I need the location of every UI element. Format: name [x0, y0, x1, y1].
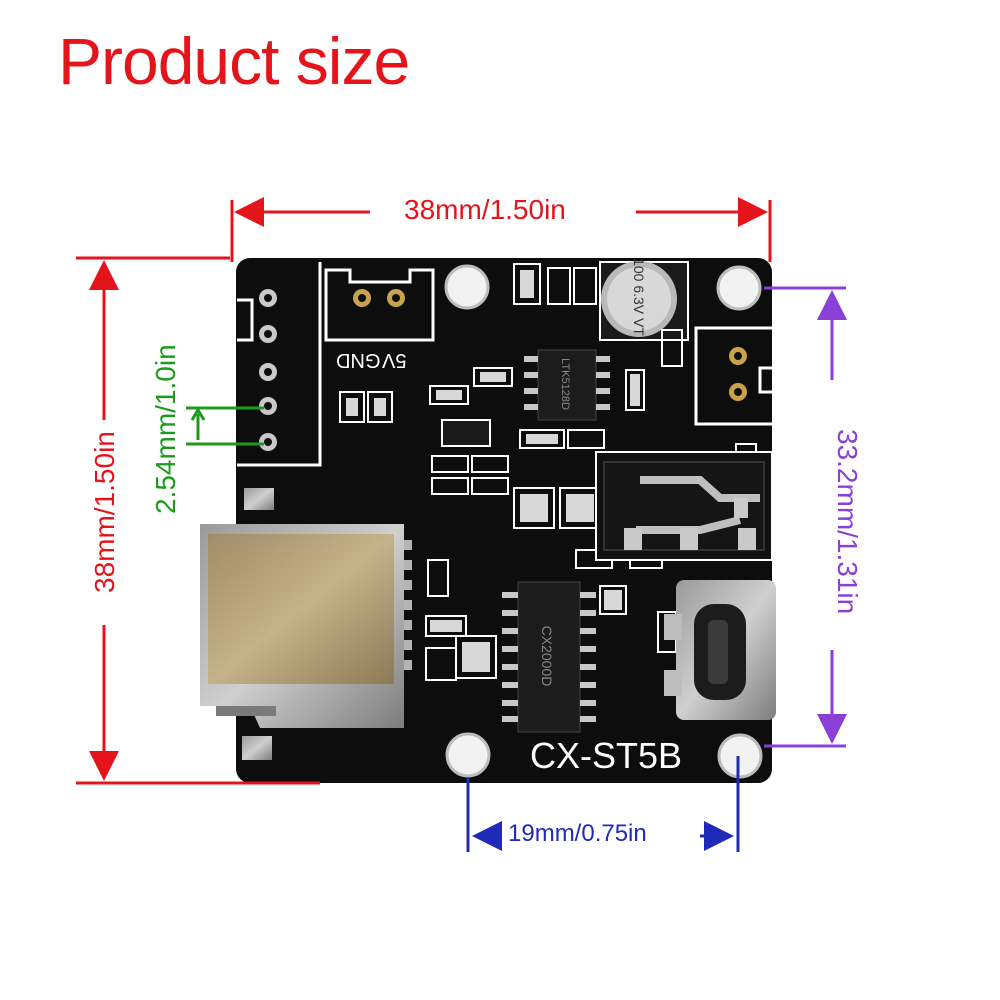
- gnd-label: GND: [336, 349, 381, 371]
- page-title: Product size: [58, 24, 410, 98]
- hole-horizontal-label: 19mm/0.75in: [508, 820, 647, 847]
- 5v-label: 5V: [382, 349, 407, 371]
- capacitor-text: 100 6.3V VT: [631, 258, 647, 336]
- dimension-top-width: [230, 197, 772, 262]
- dimension-hole-horizontal: [466, 756, 740, 852]
- dimension-pin-pitch: [186, 406, 264, 446]
- dimension-hole-vertical: [764, 286, 847, 748]
- pin-pitch-label: 2.54mm/1.0in: [150, 344, 181, 514]
- sd-card-slot: [200, 488, 412, 760]
- top-width-label: 38mm/1.50in: [404, 194, 566, 225]
- usb-c-port: [664, 580, 776, 720]
- board-model-label: CX-ST5B: [530, 735, 683, 776]
- hole-vertical-label: 33.2mm/1.31in: [832, 429, 863, 615]
- chip-top-label: LTK5128D: [559, 358, 571, 410]
- chip-bottom-label: CX2000D: [539, 625, 555, 687]
- audio-jack: [595, 451, 773, 561]
- left-height-label: 38mm/1.50in: [89, 431, 120, 593]
- pcb-board: [200, 258, 776, 783]
- dimension-left-height: [76, 256, 320, 785]
